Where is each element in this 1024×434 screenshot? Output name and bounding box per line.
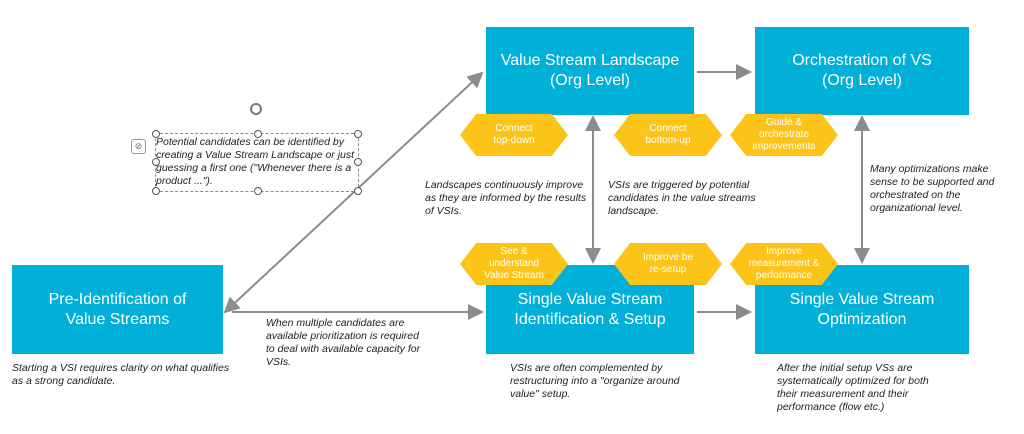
hex-guide-orchestrate-label: Guide & orchestrate improvements: [752, 117, 816, 152]
box-orchestration[interactable]: Orchestration of VS (Org Level): [755, 27, 969, 115]
hex-guide-orchestrate[interactable]: Guide & orchestrate improvements: [730, 114, 838, 156]
resize-handle[interactable]: [254, 130, 262, 138]
note-landscapes-improve: Landscapes continuously improve as they …: [425, 179, 587, 217]
box-optimization-label: Single Value Stream Optimization: [789, 290, 935, 328]
box-orchestration-label: Orchestration of VS (Org Level): [792, 52, 932, 89]
resize-handle[interactable]: [152, 187, 160, 195]
note-multiple-candidates: When multiple candidates are available p…: [266, 317, 421, 368]
arrow-pre-to-landscape: [223, 71, 484, 314]
hex-connect-top-down[interactable]: Connect top-down: [460, 114, 568, 156]
hex-improve-resetup-label: Improve be re-setup: [642, 252, 694, 275]
hex-connect-top-down-label: Connect top-down: [493, 123, 535, 146]
hex-improve-measurement[interactable]: Improve measurement & performance: [730, 243, 838, 285]
note-after-setup: After the initial setup VSs are systemat…: [777, 362, 929, 413]
box-value-stream-landscape[interactable]: Value Stream Landscape (Org Level): [486, 27, 694, 115]
box-optimization[interactable]: Single Value Stream Optimization: [755, 265, 969, 354]
resize-handle[interactable]: [354, 130, 362, 138]
resize-handle[interactable]: [152, 130, 160, 138]
resize-handle[interactable]: [254, 187, 262, 195]
box-identification-setup-label: Single Value Stream Identification & Set…: [514, 290, 666, 328]
hex-connect-bottom-up-label: Connect bottom-up: [645, 123, 691, 146]
rotate-handle-icon[interactable]: [250, 103, 262, 115]
resize-handle[interactable]: [152, 158, 160, 166]
box-pre-identification-label: Pre-Identification of Value Streams: [48, 290, 187, 328]
note-restructuring: VSIs are often complemented by restructu…: [510, 362, 680, 400]
hex-improve-measurement-label: Improve measurement & performance: [748, 246, 820, 281]
note-many-optimizations: Many optimizations make sense to be supp…: [870, 163, 995, 214]
layout-options-icon[interactable]: ⊘: [131, 139, 146, 154]
note-starting-vsi: Starting a VSI requires clarity on what …: [12, 362, 230, 387]
box-value-stream-landscape-label: Value Stream Landscape (Org Level): [500, 52, 680, 89]
resize-handle[interactable]: [354, 158, 362, 166]
note-vsis-triggered: VSIs are triggered by potential candidat…: [608, 179, 756, 217]
hex-see-understand[interactable]: See & understand Value Stream: [460, 243, 568, 285]
hex-improve-resetup[interactable]: Improve be re-setup: [614, 243, 722, 285]
hex-connect-bottom-up[interactable]: Connect bottom-up: [614, 114, 722, 156]
box-pre-identification[interactable]: Pre-Identification of Value Streams: [12, 265, 223, 354]
hex-see-understand-label: See & understand Value Stream: [484, 246, 544, 281]
resize-handle[interactable]: [354, 187, 362, 195]
note-potential-candidates[interactable]: Potential candidates can be identified b…: [156, 136, 355, 187]
